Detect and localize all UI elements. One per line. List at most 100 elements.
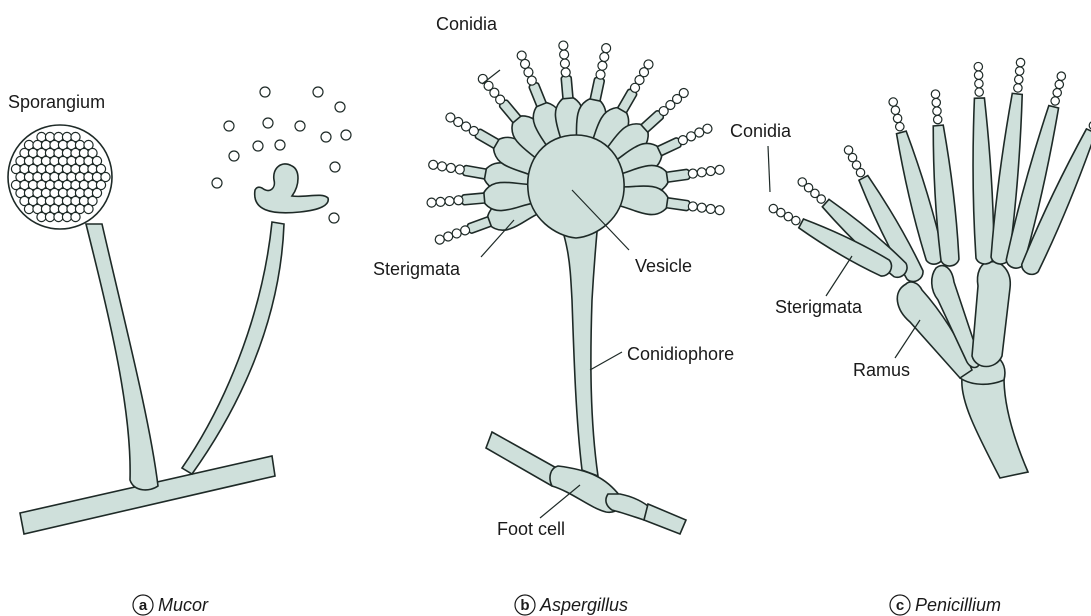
conidium — [715, 205, 725, 215]
sterigma — [614, 182, 726, 225]
conidium — [706, 204, 716, 214]
caption-genus-a: Mucor — [158, 595, 209, 615]
caption-a: a Mucor — [133, 595, 209, 615]
conidium — [437, 161, 447, 171]
spore — [321, 132, 331, 142]
conidium — [933, 115, 942, 124]
sporangium-spore — [84, 204, 93, 213]
sporangium-spore — [62, 212, 71, 221]
spore — [275, 140, 285, 150]
conidium — [1050, 96, 1060, 106]
leader-foot-cell — [540, 485, 580, 518]
conidium — [975, 79, 984, 88]
phialide — [969, 62, 995, 264]
mucor-sporangiophore-right — [182, 222, 284, 474]
caption-c: c Penicillium — [890, 595, 1001, 615]
sporangium-spore — [54, 212, 63, 221]
conidium — [892, 113, 902, 123]
label-ramus: Ramus — [853, 360, 910, 380]
conidium — [688, 201, 698, 211]
label-conidia-c: Conidia — [730, 121, 792, 141]
conidium — [706, 166, 716, 176]
badge-letter-c: c — [896, 597, 904, 614]
sterigma-tip — [461, 193, 485, 205]
conidium — [697, 203, 707, 213]
conidium — [601, 43, 612, 54]
sporangium-spore — [71, 212, 80, 221]
mucor-columella — [255, 164, 329, 213]
sterigma-tip — [666, 198, 690, 211]
aspergillus-illustration: Conidia Sterigmata Vesicle Conidiophore … — [373, 14, 734, 539]
sterigma-tip — [590, 76, 605, 101]
penicillium-metula-right — [972, 262, 1010, 367]
conidium — [1015, 66, 1024, 75]
spore — [295, 121, 305, 131]
spore — [253, 141, 263, 151]
conidium — [932, 107, 941, 116]
caption-genus-b: Aspergillus — [539, 595, 628, 615]
badge-letter-b: b — [520, 597, 529, 614]
conidium — [427, 198, 437, 208]
conidium — [974, 71, 983, 80]
conidium — [895, 121, 905, 131]
leader-conidiophore — [590, 352, 622, 370]
spore — [260, 87, 270, 97]
label-vesicle: Vesicle — [635, 256, 692, 276]
aspergillus-hypha-left — [486, 432, 560, 486]
caption-b: b Aspergillus — [515, 595, 628, 615]
conidium — [561, 68, 571, 78]
sporangium-spore — [37, 212, 46, 221]
label-conidia: Conidia — [436, 14, 498, 34]
conidium — [1052, 88, 1062, 98]
conidium — [1016, 58, 1025, 67]
conidium — [688, 168, 698, 178]
conidium — [1054, 79, 1064, 89]
conidium — [1014, 75, 1023, 84]
spore — [224, 121, 234, 131]
conidium — [428, 160, 438, 170]
sporangium-spore — [45, 212, 54, 221]
conidium — [931, 90, 940, 99]
sporangium-spore — [24, 204, 33, 213]
label-sterigmata-c: Sterigmata — [775, 297, 863, 317]
sterigma-tip — [561, 75, 573, 99]
caption-genus-c: Penicillium — [915, 595, 1001, 615]
conidium — [599, 52, 610, 63]
label-sporangium: Sporangium — [8, 92, 105, 112]
conidium — [975, 88, 984, 97]
phialide-cell — [970, 98, 995, 265]
conidium — [560, 59, 570, 69]
label-sterigmata: Sterigmata — [373, 259, 461, 279]
penicillium-sterigmata — [765, 57, 1091, 284]
conidium — [888, 97, 898, 107]
conidium — [436, 197, 446, 207]
penicillium-illustration: Conidia Sterigmata Ramus — [730, 57, 1091, 478]
conidium — [1013, 83, 1022, 92]
penicillium-conidiophore — [962, 372, 1028, 478]
spore — [263, 118, 273, 128]
leader-conidia-c — [768, 146, 770, 192]
spore — [330, 162, 340, 172]
aspergillus-hypha-right — [644, 504, 686, 534]
conidium — [1056, 71, 1066, 81]
badge-letter-a: a — [139, 597, 148, 614]
conidium — [974, 62, 983, 71]
spore — [229, 151, 239, 161]
conidium — [697, 167, 707, 177]
spore — [335, 102, 345, 112]
mucor-sporangiophore-left — [86, 224, 158, 490]
conidium — [715, 165, 725, 175]
conidium — [597, 60, 608, 71]
conidium — [932, 98, 941, 107]
mucor-illustration: Sporangium — [8, 87, 351, 534]
leader-sterigmata-c — [826, 256, 852, 296]
conidium — [890, 105, 900, 115]
label-conidiophore: Conidiophore — [627, 344, 734, 364]
aspergillus-hypha-right-segment — [606, 494, 648, 520]
spore — [212, 178, 222, 188]
conidium — [454, 195, 464, 205]
conidium — [559, 50, 569, 60]
conidium — [445, 196, 455, 206]
spore — [313, 87, 323, 97]
